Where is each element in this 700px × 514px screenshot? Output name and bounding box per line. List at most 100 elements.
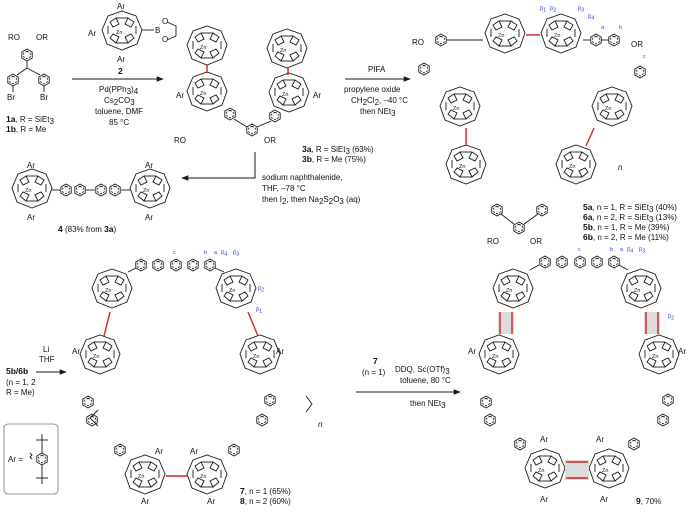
svg-text:Zn: Zn <box>538 468 544 474</box>
svg-text:b: b <box>619 25 622 31</box>
svg-text:OR: OR <box>631 40 643 49</box>
svg-text:c: c <box>173 250 176 256</box>
boron-label: B <box>155 26 160 35</box>
ar-label: Ar <box>117 2 125 11</box>
svg-text:7: 7 <box>373 356 378 366</box>
svg-text:Zn: Zn <box>25 188 31 194</box>
svg-text:β4: β4 <box>627 247 633 255</box>
svg-text:PIFA: PIFA <box>368 65 386 74</box>
svg-text:c: c <box>578 247 581 253</box>
svg-text:5b/6b: 5b/6b <box>6 366 28 376</box>
oxygen-label: O <box>162 35 168 44</box>
svg-text:Zn: Zn <box>605 106 611 112</box>
svg-text:n: n <box>618 163 623 172</box>
br-label-right: Br <box>40 93 48 102</box>
svg-text:THF: THF <box>39 355 55 364</box>
svg-text:Zn: Zn <box>253 354 259 360</box>
compound-5-6: Zn Zn Zn Zn Zn Zn RO OR RO OR n β1 β2 β3… <box>412 6 677 246</box>
svg-text:Ar: Ar <box>468 347 476 356</box>
svg-text:Zn: Zn <box>282 92 288 98</box>
svg-text:Zn: Zn <box>229 288 235 294</box>
svg-text:Zn: Zn <box>498 33 504 39</box>
step1-conditions: Pd(PPh3)4 Cs2CO3 toluene, DMF 85 °C <box>95 85 143 127</box>
svg-text:β3: β3 <box>639 247 645 255</box>
step5-conditions: 7 (n = 1) DDQ, Sc(OTf)3 toluene, 80 °C t… <box>362 356 451 410</box>
compound-7-8: Zn Zn Zn Zn Zn Zn c b a β4 β3 β2 β1 Ar A… <box>72 250 323 506</box>
svg-text:β1: β1 <box>540 6 546 14</box>
svg-text:toluene, 80 °C: toluene, 80 °C <box>400 376 451 385</box>
svg-text:RO: RO <box>412 38 424 47</box>
compound-2: Zn Ar Ar Ar B O O 2 <box>88 2 177 76</box>
svg-text:(n = 1): (n = 1) <box>362 368 386 377</box>
svg-text:Ar: Ar <box>72 347 80 356</box>
compound-2-label: 2 <box>118 66 123 76</box>
svg-text:OR: OR <box>264 136 276 145</box>
svg-text:Zn: Zn <box>506 288 512 294</box>
svg-text:DDQ, Sc(OTf)3: DDQ, Sc(OTf)3 <box>395 365 450 376</box>
svg-text:RO: RO <box>174 136 186 145</box>
svg-text:Zn: Zn <box>105 288 111 294</box>
svg-text:Zn: Zn <box>453 106 459 112</box>
svg-text:β1: β1 <box>256 307 262 315</box>
compound-1: RO OR Br Br 1a, R = SiEt3 1b, R = Me <box>6 33 54 134</box>
svg-text:Ar: Ar <box>540 495 548 504</box>
svg-text:85 °C: 85 °C <box>109 118 129 127</box>
svg-text:CH2Cl2, –40 °C: CH2Cl2, –40 °C <box>351 96 408 107</box>
compound-3b-label: 3b, R = Me (75%) <box>302 154 366 164</box>
svg-text:Ar: Ar <box>155 447 163 456</box>
svg-text:β3: β3 <box>233 250 239 258</box>
svg-text:Ar: Ar <box>313 91 321 100</box>
svg-text:a: a <box>214 250 218 256</box>
svg-text:c: c <box>643 54 646 60</box>
compound-8-label: 8, n = 2 (60%) <box>240 496 291 506</box>
compound-1a-label: 1a, R = SiEt3 <box>6 114 54 126</box>
svg-text:Zn: Zn <box>200 474 206 480</box>
zn-label: Zn <box>116 30 122 36</box>
svg-text:Zn: Zn <box>652 354 658 360</box>
svg-text:Ar: Ar <box>145 161 153 170</box>
compound-6b-label: 6b, n = 2, R = Me (11%) <box>583 232 669 242</box>
compound-5b-label: 5b, n = 1, R = Me (39%) <box>583 222 670 232</box>
svg-text:toluene, DMF: toluene, DMF <box>95 107 143 116</box>
br-label-left: Br <box>7 93 15 102</box>
svg-text:Zn: Zn <box>459 164 465 170</box>
svg-text:Ar: Ar <box>678 347 686 356</box>
compound-7-label: 7, n = 1 (65%) <box>240 486 291 496</box>
oxygen-label: O <box>162 17 168 26</box>
svg-text:R = Me): R = Me) <box>6 388 35 397</box>
svg-text:then I2, then Na2S2O3 (aq): then I2, then Na2S2O3 (aq) <box>262 195 361 206</box>
svg-text:OR: OR <box>530 237 542 246</box>
svg-text:(n = 1, 2: (n = 1, 2 <box>6 378 36 387</box>
svg-text:Ar: Ar <box>276 347 284 356</box>
ar-label: Ar <box>117 55 125 64</box>
svg-text:Pd(PPh3)4: Pd(PPh3)4 <box>99 85 139 96</box>
or-label: OR <box>36 33 48 42</box>
svg-text:Cs2CO3: Cs2CO3 <box>104 96 135 107</box>
svg-text:β4: β4 <box>588 14 594 22</box>
svg-text:β2: β2 <box>550 6 556 14</box>
step2-conditions: PIFA propylene oxide CH2Cl2, –40 °C then… <box>344 65 408 118</box>
step3-conditions: sodium naphthalenide, THF, –78 °C then I… <box>262 173 361 206</box>
svg-text:Ar: Ar <box>600 495 608 504</box>
svg-text:RO: RO <box>487 237 499 246</box>
svg-text:sodium naphthalenide,: sodium naphthalenide, <box>262 173 343 182</box>
svg-text:b: b <box>204 250 207 256</box>
svg-text:Zn: Zn <box>138 474 144 480</box>
svg-text:Ar: Ar <box>596 435 604 444</box>
svg-text:a: a <box>601 25 605 31</box>
svg-text:b: b <box>610 247 613 253</box>
compound-5a-label: 5a, n = 1, R = SiEt3 (40%) <box>583 202 677 214</box>
svg-text:then NEt3: then NEt3 <box>360 107 396 118</box>
ar-definition-box: Ar = <box>3 423 59 495</box>
svg-text:Ar: Ar <box>27 213 35 222</box>
svg-text:Zn: Zn <box>143 188 149 194</box>
compound-4-label: 4 (83% from 3a) <box>58 224 117 234</box>
compound-1b-label: 1b, R = Me <box>6 124 47 134</box>
svg-text:Zn: Zn <box>200 45 206 51</box>
svg-text:THF, –78 °C: THF, –78 °C <box>262 184 306 193</box>
svg-text:Zn: Zn <box>554 33 560 39</box>
compound-3a-label: 3a, R = SiEt3 (63%) <box>302 144 374 156</box>
svg-text:Ar: Ar <box>176 91 184 100</box>
svg-text:β3: β3 <box>578 6 584 14</box>
